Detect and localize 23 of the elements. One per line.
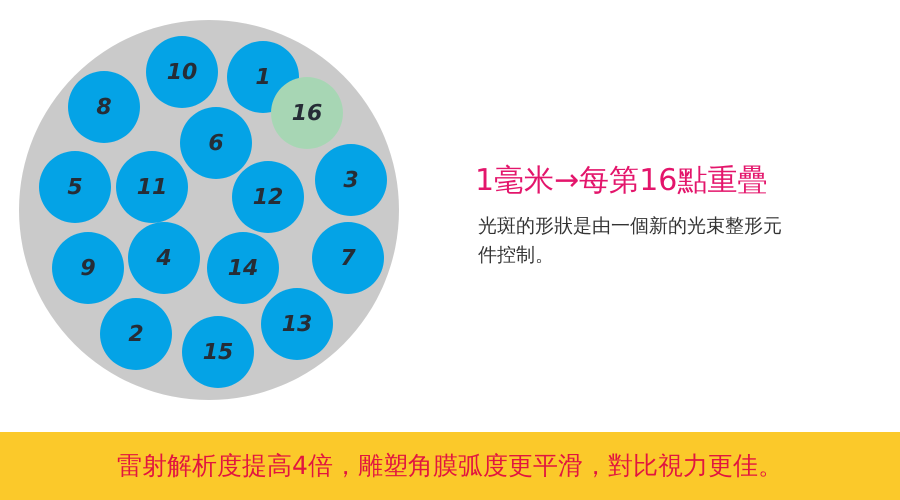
- spot-number: 1: [255, 64, 271, 90]
- heading: 1毫米→每第16點重疊: [475, 162, 768, 200]
- spot-circle: [100, 298, 172, 370]
- spot-number: 5: [67, 174, 83, 200]
- spot-number: 11: [136, 174, 168, 200]
- spot-number: 13: [282, 312, 312, 336]
- description: 光斑的形狀是由一個新的光束整形元件控制。: [478, 214, 783, 268]
- spot-number: 10: [166, 60, 198, 84]
- spot-circle: [207, 232, 279, 304]
- spot-number: 2: [128, 322, 144, 346]
- spot-circle: [261, 288, 333, 360]
- spot-number: 4: [156, 246, 172, 270]
- spot-number: 14: [228, 256, 258, 280]
- spot-number: 6: [208, 130, 224, 156]
- spot-circle: [180, 107, 252, 179]
- banner: 雷射解析度提高4倍，雕塑角膜弧度更平滑，對比視力更佳。: [0, 432, 900, 500]
- spot-number: 7: [340, 246, 356, 270]
- spot-number: 3: [343, 168, 359, 192]
- spot-number: 15: [202, 340, 234, 364]
- spot-number: 12: [252, 184, 284, 210]
- spot-number: 9: [80, 256, 96, 280]
- spot-number: 8: [96, 94, 112, 120]
- spot-number: 16: [292, 100, 322, 126]
